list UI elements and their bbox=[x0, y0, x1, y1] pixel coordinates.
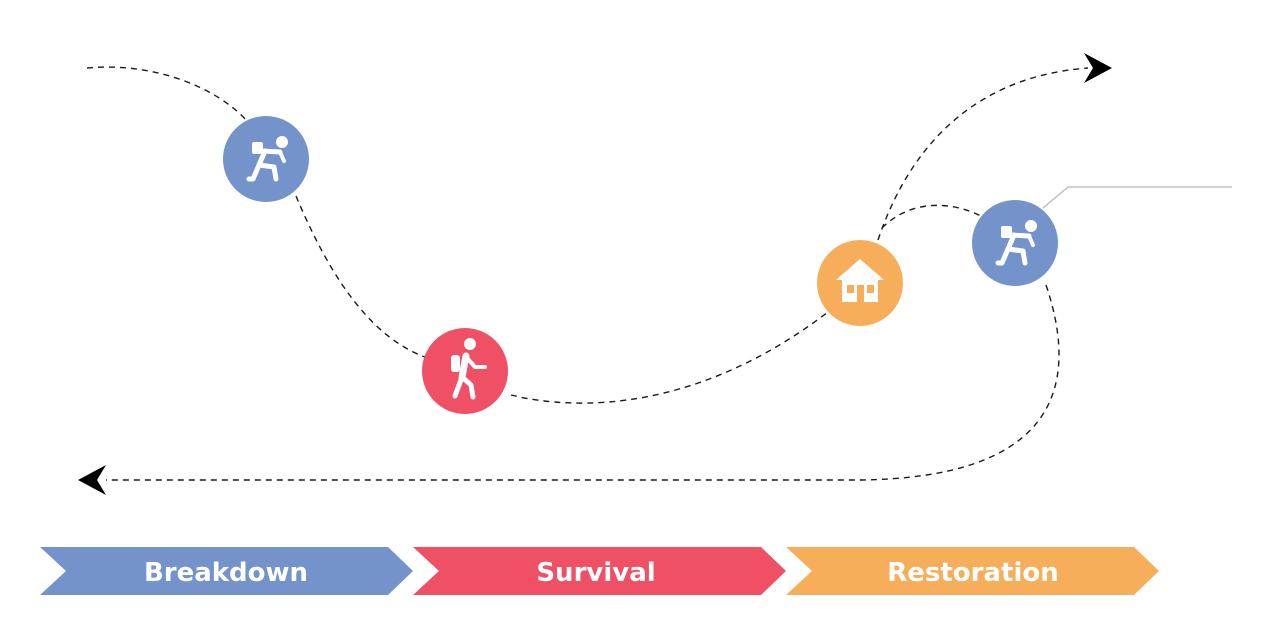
crouching-person-icon bbox=[246, 136, 288, 182]
path-start-to-breakdown bbox=[86, 66, 249, 123]
node-survival bbox=[422, 328, 508, 414]
stage-bar: Breakdown Survival Restoration bbox=[40, 547, 1159, 595]
path-survival-to-house bbox=[510, 311, 829, 404]
path-house-to-relapse bbox=[881, 204, 984, 229]
path-house-to-upper-arrow bbox=[877, 67, 1089, 241]
stage-label-restoration: Restoration bbox=[887, 558, 1059, 588]
journey-paths bbox=[86, 66, 1089, 481]
stage-survival: Survival bbox=[413, 547, 786, 595]
chevron-restoration bbox=[786, 547, 1159, 595]
chevron-breakdown bbox=[40, 547, 413, 595]
path-breakdown-to-survival bbox=[295, 195, 426, 358]
arrow-head-upper bbox=[1084, 53, 1112, 83]
chevron-survival bbox=[413, 547, 786, 595]
stage-breakdown: Breakdown bbox=[40, 547, 413, 595]
house-icon bbox=[836, 259, 884, 302]
node-breakdown bbox=[223, 116, 309, 202]
crouching-person-icon bbox=[995, 220, 1037, 266]
node-circle bbox=[223, 116, 309, 202]
stage-label-breakdown: Breakdown bbox=[144, 558, 308, 588]
node-relapse bbox=[972, 200, 1058, 286]
stage-label-survival: Survival bbox=[536, 558, 655, 588]
stage-restoration: Restoration bbox=[786, 547, 1159, 595]
node-circle bbox=[972, 200, 1058, 286]
callout-line bbox=[1042, 186, 1232, 209]
path-relapse-to-lower-arrow bbox=[106, 284, 1060, 481]
hiker-icon bbox=[451, 338, 487, 400]
node-restoration bbox=[817, 240, 903, 326]
arrow-head-lower bbox=[78, 465, 106, 495]
